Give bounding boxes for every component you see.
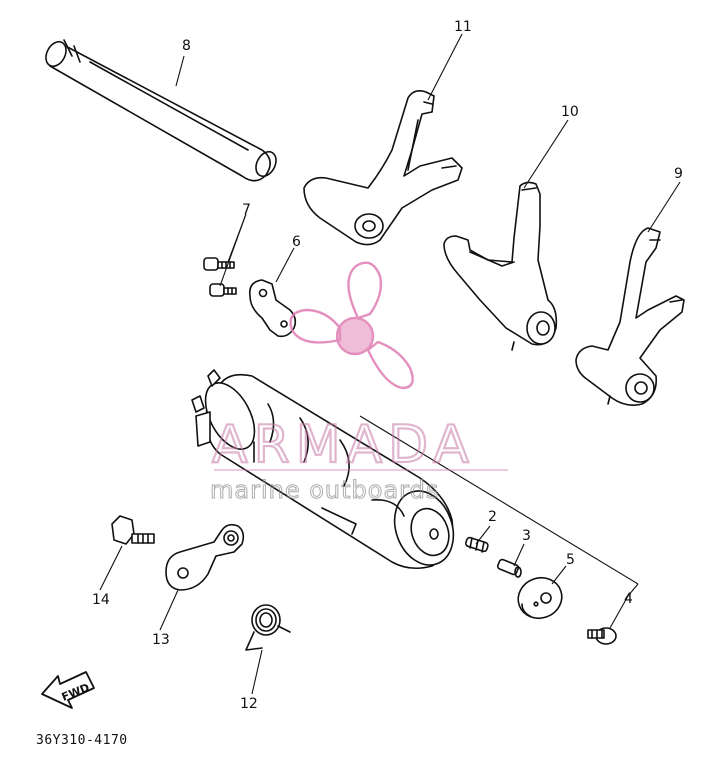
fwd-arrow-icon [42,672,94,708]
callout-3: 3 [522,528,531,544]
drawing-code: 36Y310-4170 [36,733,128,748]
callout-12: 12 [240,696,258,712]
pin-2 [465,537,489,552]
shift-fork-11 [304,91,462,245]
armada-watermark: ARMADA marine outboards [210,261,508,505]
callout-14: 14 [92,592,110,608]
callout-8: 8 [182,38,191,54]
stopper-lever-13 [166,525,243,590]
watermark-tagline: marine outboards [210,476,439,504]
spring-12 [246,605,290,650]
callout-10: 10 [561,104,579,120]
callout-numbers: 8 11 10 9 7 6 2 3 5 4 14 13 12 [92,19,683,712]
callout-5: 5 [566,552,575,568]
bolt-14 [112,516,154,544]
shift-fork-shaft [42,38,280,180]
bolt-4 [588,628,616,644]
shift-fork-10 [444,182,556,350]
shift-fork-9 [576,228,684,405]
watermark-brand: ARMADA [212,415,475,475]
shift-drum [192,370,463,573]
propeller-logo-icon [289,261,414,390]
leader-lines [99,33,681,695]
stopper-plate-6 [250,280,296,336]
callout-7: 7 [242,202,251,218]
screw-pair-7 [204,258,236,296]
callout-11: 11 [454,19,472,35]
segment-plate-5 [512,572,567,625]
callout-13: 13 [152,632,170,648]
callout-4: 4 [624,591,633,607]
pin-3 [497,559,521,577]
callout-6: 6 [292,234,301,250]
callout-2: 2 [488,509,497,525]
callout-9: 9 [674,166,683,182]
